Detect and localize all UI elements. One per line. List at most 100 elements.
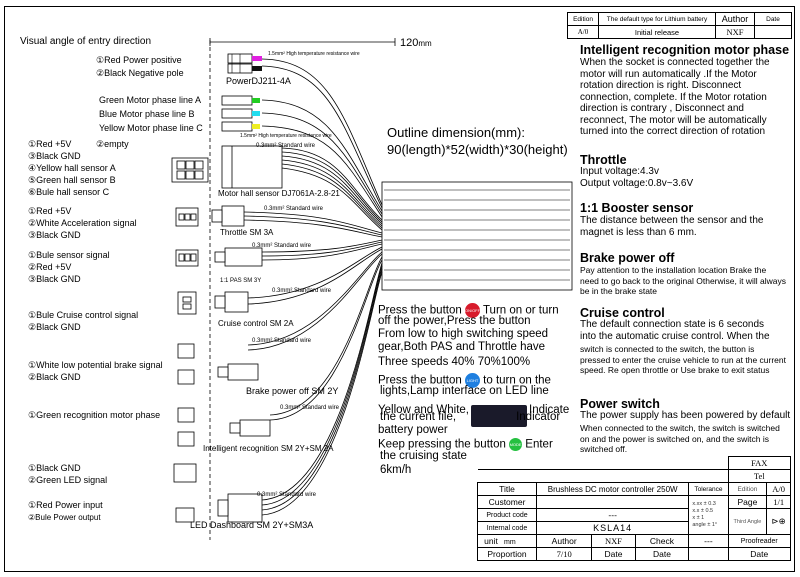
customer-value xyxy=(535,495,690,509)
recognition-connectors xyxy=(177,407,271,447)
instr-line-1: Press the button ON/OFF Turn on or turn xyxy=(378,303,559,318)
hall-pin-5: ⑤Green hall sensor B xyxy=(28,175,116,185)
instr-line-9: the current file,Indicator xyxy=(380,411,561,424)
power-positive-label: ①Red Power positive xyxy=(96,55,182,65)
cruise-title: Cruise control xyxy=(580,306,665,320)
recognition-pin-1: ①Green recognition motor phase xyxy=(28,410,161,420)
power-switch-title: Power switch xyxy=(580,397,660,411)
instr-line-6: Press the button LIGHT to turn on the xyxy=(378,373,551,388)
customer-label: Customer xyxy=(477,495,537,509)
projection-symbol-icon: ⊳⊕ xyxy=(766,508,791,535)
instr-l8b: Indicate xyxy=(529,404,570,417)
recognition-body: When the socket is connected together th… xyxy=(580,57,770,137)
throttle-connector xyxy=(175,205,245,227)
hall-pin-4: ④Yellow hall sensor A xyxy=(28,163,116,173)
cruise-wire-spec: 0.3mm² Standard wire xyxy=(272,288,332,294)
proportion-text: Proportion xyxy=(487,549,527,559)
throttle-pin-2: ②White Acceleration signal xyxy=(28,218,137,228)
cruise-body: switch is connected to the switch, the b… xyxy=(580,344,787,375)
edition-label: Edition xyxy=(727,482,768,496)
hall-pin-1: ①Red +5V xyxy=(28,139,72,149)
pas-pin-3: ③Black GND xyxy=(28,274,81,284)
throttle-title: Throttle xyxy=(580,153,627,167)
power-switch-line-1: The power supply has been powered by def… xyxy=(580,410,791,421)
cruise-pin-2: ②Black GND xyxy=(28,322,81,332)
instr-line-2: off the power,Press the button xyxy=(378,315,531,327)
throttle-pin-1: ①Red +5V xyxy=(28,206,72,216)
pas-pin-1: ①Bule sensor signal xyxy=(28,250,110,260)
power-connector-name: PowerDJ211-4A xyxy=(226,76,291,86)
page-value: 1/1 xyxy=(766,495,791,509)
proportion-value: 7/10 xyxy=(535,547,593,561)
cruise-pin-1: ①Bule Cruise control signal xyxy=(28,310,139,320)
title-label: Title xyxy=(477,482,537,496)
throttle-output-voltage: Output voltage:0.8v~3.6V xyxy=(580,178,694,189)
cruise-connector-name: Cruise control SM 2A xyxy=(218,319,294,328)
power-switch-body: When connected to the switch, the switch… xyxy=(580,423,780,454)
instr-l6b: to turn on the xyxy=(483,374,551,387)
mode-button-icon: MODE xyxy=(509,438,523,451)
check-value: --- xyxy=(688,534,729,548)
instr-line-4: gear,Both PAS and Throttle have xyxy=(378,341,546,353)
instr-l8a: Yellow and White, xyxy=(378,404,469,417)
hall-connector xyxy=(171,145,283,189)
instr-l11a: Keep pressing the button xyxy=(378,438,506,451)
tolerance-3: x ± 1 xyxy=(692,515,705,521)
dimension-120: 120mm xyxy=(400,38,432,49)
tolerance-values: x.xx ± 0.3 x.x ± 0.5 x ± 1 angle ± 1° xyxy=(688,495,729,535)
instr-l1a: Press the button xyxy=(378,304,462,317)
internal-code-value: KSLA14 xyxy=(535,521,690,535)
led-power-pin-2: ②Bule Power output xyxy=(28,513,101,522)
pas-wire-spec: 0.3mm² Standard wire xyxy=(252,243,312,249)
power-negative-label: ②Black Negative pole xyxy=(96,68,184,78)
motor-phase-c-label: Yellow Motor phase line C xyxy=(99,123,203,133)
throttle-input-voltage: Input voltage:4.3v xyxy=(580,166,659,177)
brake-connector-name: Brake power off SM 2Y xyxy=(246,386,339,396)
revision-table: Edition The default type for Lithium bat… xyxy=(567,12,792,39)
instr-line-11: Keep pressing the button MODE Enter xyxy=(378,438,553,451)
recognition-wire-spec: 0.3mm² Standard wire xyxy=(280,405,340,411)
booster-body: The distance between the sensor and the … xyxy=(580,215,764,238)
instr-l11b: Enter xyxy=(525,438,553,451)
throttle-wire-spec: 0.3mm² Standard wire xyxy=(264,206,324,212)
pas-connector xyxy=(175,247,263,267)
light-button-icon: LIGHT xyxy=(464,373,480,388)
throttle-pin-3: ③Black GND xyxy=(28,230,81,240)
revision-edition: A/0 xyxy=(567,25,599,39)
author-label: Author xyxy=(535,534,593,548)
proofreader-label: Proofreader xyxy=(727,534,792,548)
brake-wire-spec: 0.3mm² Standard wire xyxy=(252,338,312,344)
recognition-connector-name: Intelligent recognition SM 2Y+SM 2A xyxy=(203,444,334,453)
tel-label: Tel xyxy=(727,469,792,483)
brake-title: Brake power off xyxy=(580,251,675,265)
date-label: Date xyxy=(591,547,636,561)
power-button-icon: ON/OFF xyxy=(464,303,480,318)
led-pin-2: ②Green LED signal xyxy=(28,475,108,485)
unit-label: unit xyxy=(484,536,498,546)
sheet-border xyxy=(4,6,795,572)
outline-dimensions: 90(length)*52(width)*30(height) xyxy=(387,142,568,157)
motor-wire-spec: 1.5mm² High temperature resistance wire xyxy=(240,133,332,139)
led-connectors xyxy=(173,463,263,523)
edition-value: A/0 xyxy=(766,482,791,496)
date3-label: Date xyxy=(727,547,792,561)
check-label: Check xyxy=(634,534,690,548)
date2-value xyxy=(688,547,729,561)
brake-connectors xyxy=(177,343,259,385)
revision-date xyxy=(754,25,792,39)
instr-line-8: Yellow and White, Indicate xyxy=(378,399,570,427)
controller-box xyxy=(381,181,573,291)
date2-label: Date xyxy=(634,547,690,561)
proportion-label: Proportion xyxy=(477,547,537,561)
hall-wire-spec: 0.3mm² Standard wire xyxy=(256,143,316,149)
hall-pin-6: ⑥Bule hall sensor C xyxy=(28,187,110,197)
tolerance-2: x.x ± 0.5 xyxy=(692,508,714,514)
instr-line-12: the cruising state xyxy=(380,450,467,462)
hall-connector-name: Motor hall sensor DJ7061A-2.8-21 xyxy=(218,189,340,198)
instr-l9b: Indicator xyxy=(516,411,561,423)
dimension-unit: mm xyxy=(418,39,432,48)
power-wire-spec: 1.5mm² High temperature resistance wire xyxy=(268,51,360,57)
